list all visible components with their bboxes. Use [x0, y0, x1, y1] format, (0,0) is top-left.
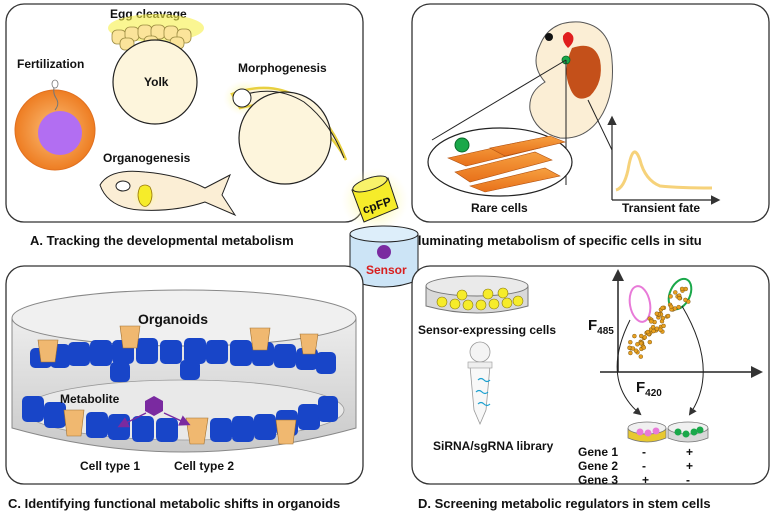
panel-a-caption: A. Tracking the developmental metabolism: [30, 233, 294, 248]
result-dish-left-icon: [627, 421, 667, 443]
metabolite-arrow-left: [117, 412, 147, 428]
panel-d-caption: D. Screening metabolic regulators in ste…: [418, 496, 711, 511]
scatter-point: [638, 341, 644, 346]
scatter-point: [673, 290, 678, 295]
gene-left-sign: -: [642, 445, 646, 459]
gene-name: Gene 2: [578, 459, 618, 473]
scatter-point: [672, 306, 678, 311]
scatter-point: [676, 304, 681, 310]
result-dish-right-icon: [667, 421, 709, 443]
scatter-point: [635, 342, 640, 347]
gene-row: Gene 3 + -: [578, 473, 690, 487]
fish-larva-icon: [99, 170, 237, 217]
gene-right-sign: +: [686, 445, 693, 459]
organoid-cells-upper: [30, 325, 336, 374]
panel-d: Sensor-expressing cells SiRNA/sgRNA libr…: [411, 265, 770, 511]
transient-fate-label: Transient fate: [622, 201, 700, 215]
library-label: SiRNA/sgRNA library: [433, 439, 554, 453]
scatter-point: [651, 328, 656, 334]
f420-label: F420: [636, 379, 662, 399]
rare-cells-label: Rare cells: [471, 201, 528, 215]
organogenesis-label: Organogenesis: [103, 151, 191, 165]
metabolite-arrow-right: [163, 412, 191, 426]
yolk-icon: [112, 39, 198, 125]
panel-a: Fertilization Egg cleavage Yolk Morphoge…: [5, 3, 364, 248]
scatter-point: [632, 333, 637, 339]
panel-c-caption: C. Identifying functional metabolic shif…: [8, 496, 340, 511]
panel-b-caption: B. Illuminating metabolism of specific c…: [394, 233, 702, 248]
sensor-cells-label: Sensor-expressing cells: [418, 323, 556, 337]
scatter-point: [683, 297, 688, 303]
scatter-point: [660, 315, 666, 321]
morphogenesis-embryo-icon: [223, 80, 348, 185]
sensor-cells-dish-icon: [425, 275, 529, 314]
embryo-icon: [529, 21, 613, 139]
scatter-point: [665, 313, 671, 319]
panel-b: Rare cells Transient fate B. Illuminatin…: [394, 3, 770, 248]
scatter-point: [630, 346, 636, 351]
gene-name: Gene 3: [578, 473, 618, 487]
scatter-point: [677, 296, 682, 301]
panel-c: Organoids: [5, 265, 364, 511]
metabolite-label: Metabolite: [60, 392, 120, 406]
gene-row: Gene 2 - +: [578, 459, 693, 473]
library-tube-icon: [467, 341, 493, 426]
scatter-point: [649, 319, 654, 324]
gene-table: Gene 1 - + Gene 2 - + Gene 3 + -: [578, 445, 693, 487]
scatter-point: [647, 339, 652, 345]
gene-right-sign: -: [686, 473, 690, 487]
scatter-point: [628, 350, 633, 356]
organoids-label: Organoids: [138, 311, 208, 327]
scatter-point: [654, 311, 659, 316]
cell-type-2-label: Cell type 2: [174, 459, 234, 473]
metabolite-hexagon-icon: [145, 396, 163, 416]
scatter-point: [628, 340, 633, 345]
rare-cells-icon: [427, 127, 573, 197]
scatter-point: [661, 323, 666, 329]
scatter-point: [668, 294, 673, 299]
gene-right-sign: +: [686, 459, 693, 473]
oocyte-icon: [14, 79, 96, 171]
organoid-cells-lower: [22, 360, 338, 445]
scatter-point: [660, 305, 665, 311]
scatter-point: [641, 345, 646, 350]
scatter-point: [669, 304, 674, 309]
morphogenesis-label: Morphogenesis: [238, 61, 327, 75]
scatter-point: [679, 286, 685, 292]
sensor-label: Sensor: [366, 263, 407, 277]
scatter-point: [642, 335, 647, 340]
cell-type-1-label: Cell type 1: [80, 459, 140, 473]
scatter-point: [633, 348, 639, 353]
sensor-construct-icon: cpFP Sensor: [341, 168, 419, 288]
ratio-scatter-plot: [600, 269, 763, 416]
gene-left-sign: -: [642, 459, 646, 473]
gene-row: Gene 1 - +: [578, 445, 693, 459]
scatter-point: [683, 286, 688, 292]
scatter-point: [645, 329, 650, 335]
scatter-points: [627, 286, 691, 359]
f485-label: F485: [588, 317, 614, 337]
scatter-point: [639, 333, 644, 339]
scatter-point: [658, 327, 663, 332]
gene-name: Gene 1: [578, 445, 618, 459]
gene-left-sign: +: [642, 473, 649, 487]
scatter-point: [638, 354, 643, 359]
fertilization-label: Fertilization: [17, 57, 84, 71]
transient-fate-plot: [607, 115, 721, 205]
yolk-label: Yolk: [144, 75, 169, 89]
scatter-point: [650, 324, 656, 330]
